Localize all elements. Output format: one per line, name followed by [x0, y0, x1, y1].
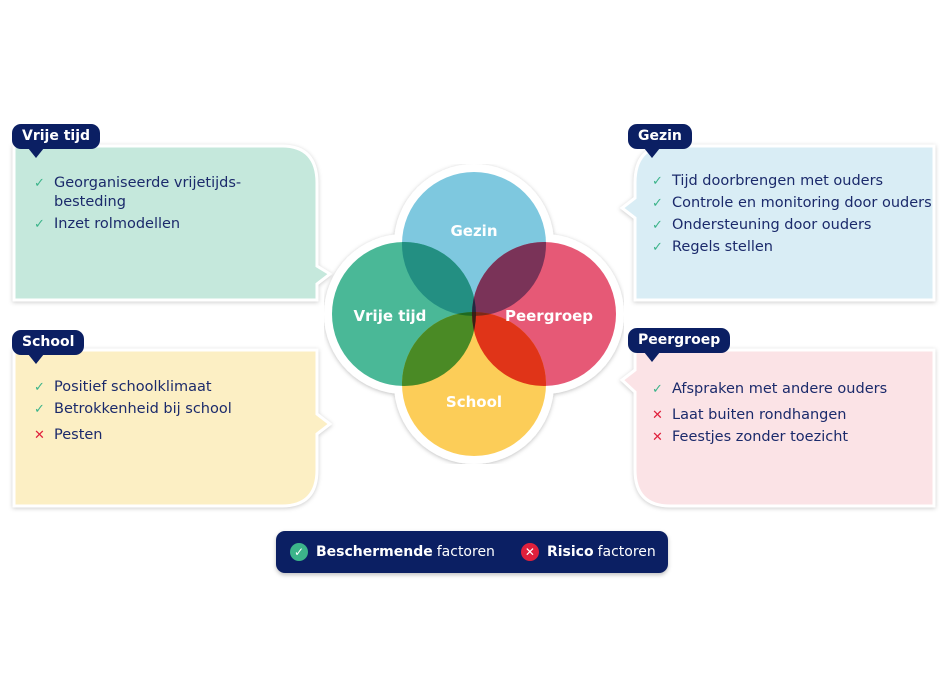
check-icon: ✓: [652, 382, 663, 397]
cross-icon: ✕: [34, 428, 45, 443]
list-item-text: Feestjes zonder toezicht: [672, 429, 849, 445]
list-item-text: Afspraken met andere ouders: [672, 381, 888, 397]
legend: ✓ Beschermende factoren ✕ Risico factore…: [276, 531, 668, 573]
list-item: ✓ Inzet rolmodellen: [34, 215, 304, 234]
card-gezin-list: ✓ Tijd doorbrengen met ouders ✓ Controle e…: [652, 172, 932, 260]
legend-protective-bold: Beschermende: [316, 544, 433, 560]
card-vrije-tijd: Vrije tijd ✓ Georganiseerde vrijetijds-be…: [12, 124, 333, 302]
cross-icon: ✕: [652, 408, 663, 423]
list-item: ✓ Georganiseerde vrijetijds-besteding: [34, 174, 304, 212]
venn-diagram: Gezin Vrije tijd Peergroep School: [324, 164, 624, 464]
check-icon: ✓: [34, 380, 45, 395]
card-school-list: ✓ Positief schoolklimaat ✓ Betrokkenheid b…: [34, 378, 304, 448]
check-circle-icon: ✓: [290, 543, 308, 561]
card-gezin: Gezin ✓ Tijd doorbrengen met ouders ✓ Cont…: [619, 124, 938, 302]
list-item: ✕ Pesten: [34, 426, 304, 445]
card-peergroep-shape: [619, 348, 936, 508]
venn-label-peergroep: Peergroep: [505, 307, 593, 325]
card-school-title: School: [12, 330, 85, 364]
list-item: ✓ Tijd doorbrengen met ouders: [652, 172, 932, 191]
check-icon: ✓: [652, 240, 663, 255]
list-item: ✓ Afspraken met andere ouders: [652, 380, 932, 399]
legend-risk-bold: Risico: [546, 544, 594, 560]
card-vrije-tijd-title: Vrije tijd: [12, 124, 101, 158]
card-vrije-tijd-shape: [12, 144, 333, 302]
list-item-text: Betrokkenheid bij school: [54, 401, 232, 417]
card-vrije-tijd-list: ✓ Georganiseerde vrijetijds-besteding ✓ In…: [34, 174, 304, 237]
list-item-text: Inzet rolmodellen: [54, 216, 181, 232]
list-item: ✓ Positief schoolklimaat: [34, 378, 304, 397]
list-item-text: Controle en monitoring door ouders: [672, 195, 932, 211]
check-icon: ✓: [34, 176, 45, 191]
list-item-text: Georganiseerde vrijetijds-besteding: [54, 175, 242, 210]
card-school-shape: [12, 348, 333, 508]
list-item-text: Laat buiten rondhangen: [672, 407, 847, 423]
list-item: ✓ Regels stellen: [652, 238, 932, 257]
legend-protective-rest: factoren: [436, 544, 495, 560]
list-item: ✓ Betrokkenheid bij school: [34, 400, 304, 419]
venn-label-gezin: Gezin: [450, 222, 497, 240]
card-peergroep-list: ✓ Afspraken met andere ouders ✕ Laat buite…: [652, 380, 932, 450]
list-item-text: Positief schoolklimaat: [54, 379, 212, 395]
legend-risk: ✕ Risico factoren: [520, 543, 656, 561]
list-item-text: Tijd doorbrengen met ouders: [672, 173, 884, 189]
legend-protective: ✓ Beschermende factoren: [290, 543, 495, 561]
list-item-text: Ondersteuning door ouders: [672, 217, 872, 233]
check-icon: ✓: [652, 196, 663, 211]
list-item: ✓ Controle en monitoring door ouders: [652, 194, 932, 213]
card-gezin-title: Gezin: [628, 124, 692, 158]
list-item: ✕ Feestjes zonder toezicht: [652, 428, 932, 447]
check-icon: ✓: [652, 218, 663, 233]
cross-icon: ✕: [652, 430, 663, 445]
list-item-text: Regels stellen: [672, 239, 773, 255]
venn-label-school: School: [446, 393, 502, 411]
card-school: School ✓ Positief schoolklimaat ✓ Betrokke…: [12, 330, 333, 508]
cross-circle-icon: ✕: [520, 543, 539, 561]
list-item-text: Pesten: [54, 427, 103, 443]
venn-label-vrije-tijd: Vrije tijd: [354, 307, 427, 325]
check-icon: ✓: [34, 217, 45, 232]
card-peergroep-title: Peergroep: [628, 328, 731, 362]
check-icon: ✓: [34, 402, 45, 417]
legend-risk-rest: factoren: [597, 544, 656, 560]
check-icon: ✓: [652, 174, 663, 189]
list-item: ✓ Ondersteuning door ouders: [652, 216, 932, 235]
card-peergroep: Peergroep ✓ Afspraken met andere ouders ✕…: [619, 328, 938, 508]
list-item: ✕ Laat buiten rondhangen: [652, 406, 932, 425]
